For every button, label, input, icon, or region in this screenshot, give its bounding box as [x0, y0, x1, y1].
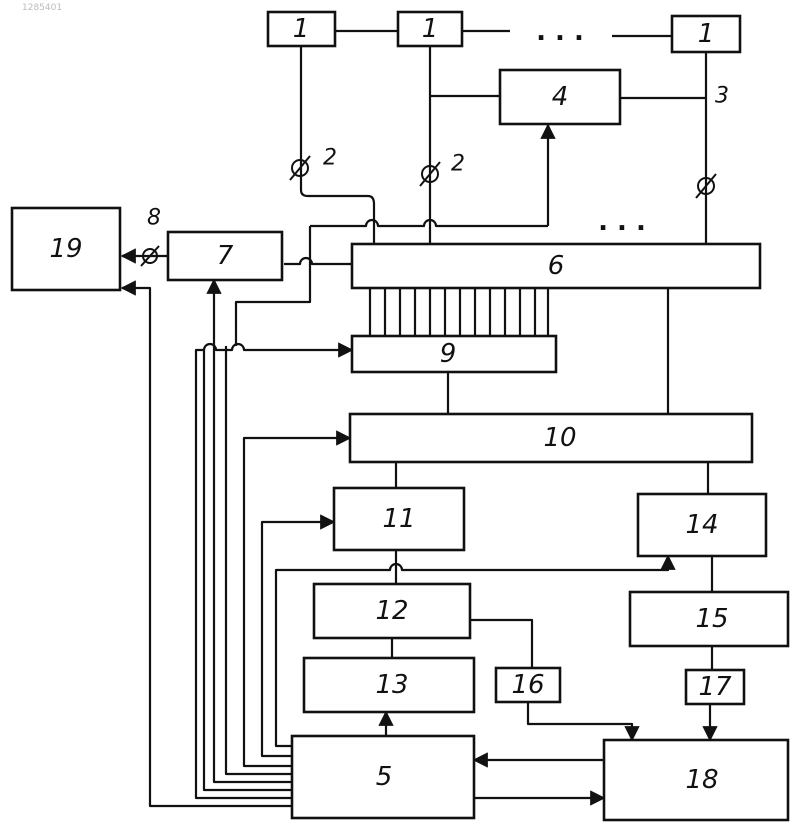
block-18-label: 18 [685, 765, 718, 795]
wire-12-to-16 [470, 620, 532, 668]
block-1-right-label: 1 [698, 19, 715, 49]
block-19: 19 [12, 208, 120, 290]
wire-sensor-left [301, 46, 374, 244]
block-17: 17 [686, 670, 744, 704]
block-13: 13 [304, 658, 474, 712]
block-17-label: 17 [698, 672, 732, 702]
block-6-label: 6 [548, 251, 565, 281]
document-tag: 1285401 [22, 3, 62, 13]
block-1-left-label: 1 [293, 14, 310, 44]
block-7: 7 [168, 232, 282, 280]
block-7-label: 7 [217, 241, 234, 271]
block-10: 10 [350, 414, 752, 462]
block-10-label: 10 [543, 423, 576, 453]
block-1-right: 1 [672, 16, 740, 52]
sensor-left-symbol [290, 156, 310, 180]
block-9: 9 [352, 336, 556, 372]
block-18: 18 [604, 740, 788, 820]
sensor-mid-symbol [420, 162, 440, 186]
label-line-right: 3 [715, 84, 729, 109]
block-16-label: 16 [511, 670, 544, 700]
block-14: 14 [638, 494, 766, 556]
wire-5-to-19 [122, 288, 292, 806]
bus-6-to-9 [370, 288, 548, 336]
block-12-label: 12 [375, 596, 408, 626]
wire-16-to-18 [528, 702, 632, 740]
block-14-label: 14 [685, 510, 718, 540]
block-1-left: 1 [268, 12, 335, 46]
block-9-label: 9 [440, 339, 457, 369]
block-5: 5 [292, 736, 474, 818]
block-6: 6 [352, 244, 760, 288]
block-1-middle: 1 [398, 12, 462, 46]
block-15-label: 15 [695, 604, 728, 634]
wire-5-to-6 [226, 346, 292, 774]
block-16: 16 [496, 668, 560, 702]
label-sensor-left: 2 [323, 146, 337, 171]
block-13-label: 13 [375, 670, 408, 700]
block-1-middle-label: 1 [422, 14, 439, 44]
block-4: 4 [500, 70, 620, 124]
sensor-output-symbol [141, 246, 159, 266]
sensor-right-symbol [696, 174, 716, 198]
block-4-label: 4 [552, 82, 569, 112]
label-output-sensor: 8 [147, 206, 161, 231]
block-12: 12 [314, 584, 470, 638]
label-sensor-mid: 2 [451, 152, 465, 177]
ellipsis-top: . . . [536, 17, 584, 47]
block-19-label: 19 [49, 234, 82, 264]
block-11: 11 [334, 488, 464, 550]
block-5-label: 5 [376, 762, 393, 792]
wire-6-to-7 [284, 258, 352, 264]
block-15: 15 [630, 592, 788, 646]
ellipsis-mid: . . . [598, 207, 646, 237]
block-11-label: 11 [382, 504, 415, 534]
